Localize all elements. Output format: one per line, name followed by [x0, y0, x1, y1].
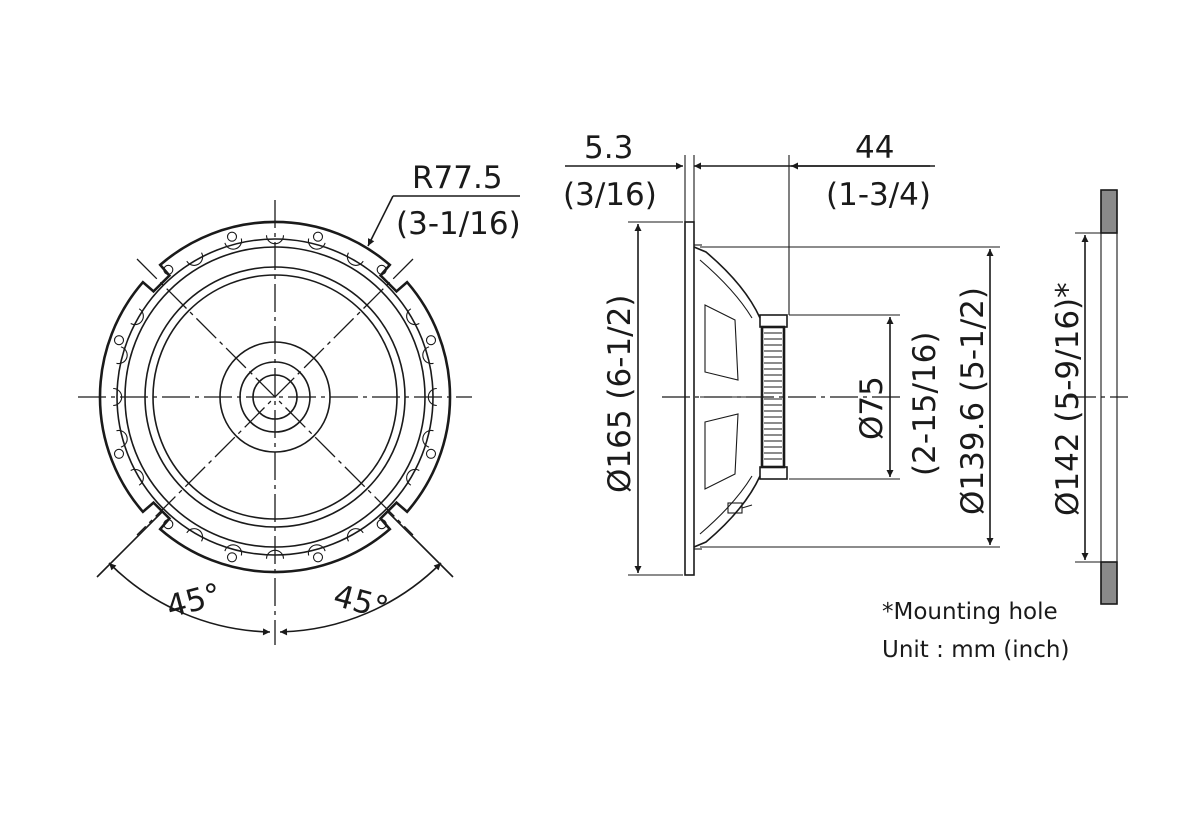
frame-inner-ring: [116, 238, 434, 556]
mounting-hole: [226, 552, 238, 563]
mounting-hole: [425, 448, 437, 459]
frame-tab: [265, 235, 285, 245]
frame-tab: [224, 544, 243, 556]
mounting-hole: [113, 335, 125, 346]
frame-ring-2: [124, 246, 426, 548]
radius-label: R77.5: [412, 160, 503, 196]
basket-inner-bottom: [699, 475, 753, 535]
mounting-hole: [376, 264, 387, 275]
magnet-hatching: [764, 332, 782, 460]
radius-leader-diag: [367, 195, 394, 247]
panel-bottom: [1100, 561, 1118, 605]
angle-label-right: 45°: [330, 578, 392, 627]
front-view: R77.5 (3-1/16) 45° 45°: [78, 160, 521, 645]
radius-label-inch: (3-1/16): [396, 206, 521, 242]
frame-tab: [346, 252, 364, 266]
frame-tab: [307, 238, 326, 250]
magnet-diameter-inch: (2-15/16): [907, 332, 943, 476]
unit-note: Unit : mm (inch): [882, 637, 1069, 663]
angle-arc-right: [279, 562, 442, 636]
basket-window-2: [704, 413, 739, 490]
frame-tab: [113, 387, 123, 407]
mounting-hole: [226, 231, 238, 242]
frame-tab: [422, 429, 434, 448]
frame-tab: [224, 238, 243, 250]
basket-inner-top: [699, 259, 753, 319]
basket-outline-top: [693, 246, 761, 319]
side-view: 5.3 (3/16) 44 (1-3/4) Ø165 (6-1/2) Ø75 (…: [563, 130, 1000, 576]
basket-outline-bottom: [693, 475, 761, 548]
frame-tab: [186, 528, 204, 542]
mounting-hole-note: *Mounting hole: [882, 599, 1058, 625]
mounting-hole: [376, 519, 387, 530]
mounting-hole: [163, 519, 174, 530]
depth-label: 44: [855, 130, 894, 166]
terminal-wire: [741, 504, 753, 509]
frame-tab: [116, 346, 128, 365]
angle-extension-right: [386, 510, 454, 578]
mounting-hole-view: Ø142 (5-9/16)*: [1050, 189, 1128, 605]
flange-thickness-label: 5.3: [584, 130, 633, 166]
depth-inch: (1-3/4): [826, 177, 931, 213]
frame-tab: [406, 468, 420, 486]
flange-thickness-inch: (3/16): [563, 177, 657, 213]
dust-cap-inner: [252, 374, 298, 420]
frame-tab: [130, 468, 144, 486]
frame-tab: [116, 429, 128, 448]
angle-extension-left: [96, 510, 164, 578]
magnet-top-plate: [759, 314, 788, 328]
magnet-back-plate: [759, 466, 788, 480]
frame-tabs: [113, 235, 437, 559]
basket-window-1: [704, 304, 739, 381]
mounting-hole: [312, 552, 324, 563]
frame-tab: [422, 346, 434, 365]
mounting-hole: [163, 264, 174, 275]
angle-label-left: 45°: [163, 577, 225, 626]
mounting-hole: [425, 335, 437, 346]
surround-inner: [152, 274, 398, 520]
frame-tab: [427, 387, 437, 407]
hole-diameter-label: Ø142 (5-9/16)*: [1050, 282, 1086, 516]
frame-tab: [265, 549, 285, 559]
frame-tab: [186, 252, 204, 266]
frame-tab: [406, 308, 420, 326]
mounting-hole: [312, 231, 324, 242]
mounting-hole: [113, 448, 125, 459]
outer-diameter-label: Ø165 (6-1/2): [602, 295, 638, 493]
magnet-diameter-label: Ø75: [854, 376, 890, 440]
flange: [684, 221, 695, 576]
frame-tab: [130, 308, 144, 326]
panel-top: [1100, 189, 1118, 234]
surround-outer: [144, 266, 406, 528]
angle-arc-left: [108, 562, 271, 636]
mounting-holes: [113, 231, 437, 563]
frame-tab: [307, 544, 326, 556]
dust-cap-outer: [239, 361, 311, 433]
cone-ring: [219, 341, 331, 453]
frame-diameter-label: Ø139.6 (5-1/2): [955, 287, 991, 515]
frame-tab: [346, 528, 364, 542]
